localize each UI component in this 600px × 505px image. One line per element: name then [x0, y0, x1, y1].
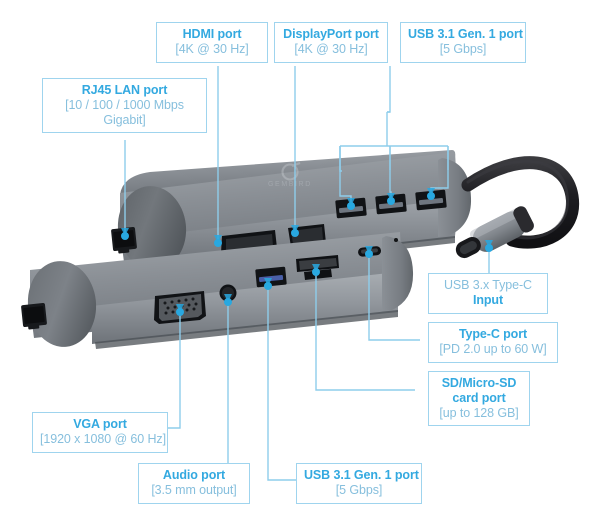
callout-rj45-line2: [10 / 100 / 1000 Mbps: [65, 97, 184, 112]
callout-sd-line1: SD/Micro-SD: [441, 376, 517, 390]
leader-usb-to-p1: [339, 146, 352, 206]
callout-displayport-line2: [4K @ 30 Hz]: [294, 41, 368, 56]
callout-type-c-port[interactable]: Type-C port [PD 2.0 up to 60 W]: [428, 322, 558, 363]
callout-sd-micro-sd-card-port[interactable]: SD/Micro-SD card port [up to 128 GB]: [428, 371, 530, 427]
svg-text:GEMBIRD: GEMBIRD: [268, 181, 312, 188]
usb-c-cable: [455, 156, 580, 259]
callout-usb-top-line1: USB 3.1 Gen. 1 port: [408, 27, 523, 41]
callout-audio-port[interactable]: Audio port [3.5 mm output]: [138, 463, 250, 504]
callout-typec-port-line2: [PD 2.0 up to 60 W]: [439, 341, 547, 356]
led-indicator: [394, 238, 398, 242]
callout-hdmi-line1: HDMI port: [182, 27, 242, 41]
callout-rj45-line1: RJ45 LAN port: [81, 83, 168, 97]
callout-rj45-lan-port[interactable]: RJ45 LAN port [10 / 100 / 1000 Mbps Giga…: [42, 78, 207, 134]
callout-rj45-line3: Gigabit]: [103, 112, 146, 127]
callout-vga-line1: VGA port: [73, 417, 127, 431]
callout-usb-31-gen1-top[interactable]: USB 3.1 Gen. 1 port [5 Gbps]: [400, 22, 526, 63]
callout-typec-input-line1: USB 3.x Type-C: [444, 278, 532, 292]
callout-usb-bottom-line1: USB 3.1 Gen. 1 port: [304, 468, 419, 482]
leader-usb-to-p3: [430, 146, 449, 194]
leader-typec-port: [368, 254, 420, 341]
callout-sd-line2: card port: [452, 390, 506, 405]
usb-a-port-3: [415, 189, 447, 211]
callout-usb-31-gen1-bottom[interactable]: USB 3.1 Gen. 1 port [5 Gbps]: [296, 463, 422, 504]
callout-typec-port-line1: Type-C port: [458, 327, 528, 341]
callout-usb-bottom-line2: [5 Gbps]: [335, 482, 383, 497]
upper-dock-unit: GEMBIRD: [111, 150, 472, 273]
callout-vga-port[interactable]: VGA port [1920 x 1080 @ 60 Hz]: [32, 412, 168, 453]
callout-typec-input-line2: Input: [472, 292, 504, 307]
lower-dock-unit: [21, 232, 414, 349]
callout-usb-3x-type-c-input[interactable]: USB 3.x Type-C Input: [428, 273, 548, 314]
leader-usb-bottom: [267, 286, 298, 481]
callout-hdmi-line2: [4K @ 30 Hz]: [175, 41, 249, 56]
leader-usb-to-p2: [389, 146, 392, 200]
leader-usb-top-stem: [387, 66, 391, 113]
leader-vga: [168, 312, 181, 429]
leader-sd: [315, 272, 415, 391]
callout-vga-line2: [1920 x 1080 @ 60 Hz]: [40, 431, 166, 446]
callout-usb-top-line2: [5 Gbps]: [439, 41, 487, 56]
callout-displayport-line1: DisplayPort port: [283, 27, 379, 41]
rj45-lan-port-lower: [21, 303, 47, 330]
callout-audio-line2: [3.5 mm output]: [151, 482, 237, 497]
callout-audio-line1: Audio port: [162, 468, 226, 482]
callout-displayport-port[interactable]: DisplayPort port [4K @ 30 Hz]: [274, 22, 388, 63]
brand-logo: GEMBIRD: [268, 162, 312, 188]
callout-hdmi-port[interactable]: HDMI port [4K @ 30 Hz]: [156, 22, 268, 63]
callout-sd-line3: [up to 128 GB]: [439, 405, 519, 420]
